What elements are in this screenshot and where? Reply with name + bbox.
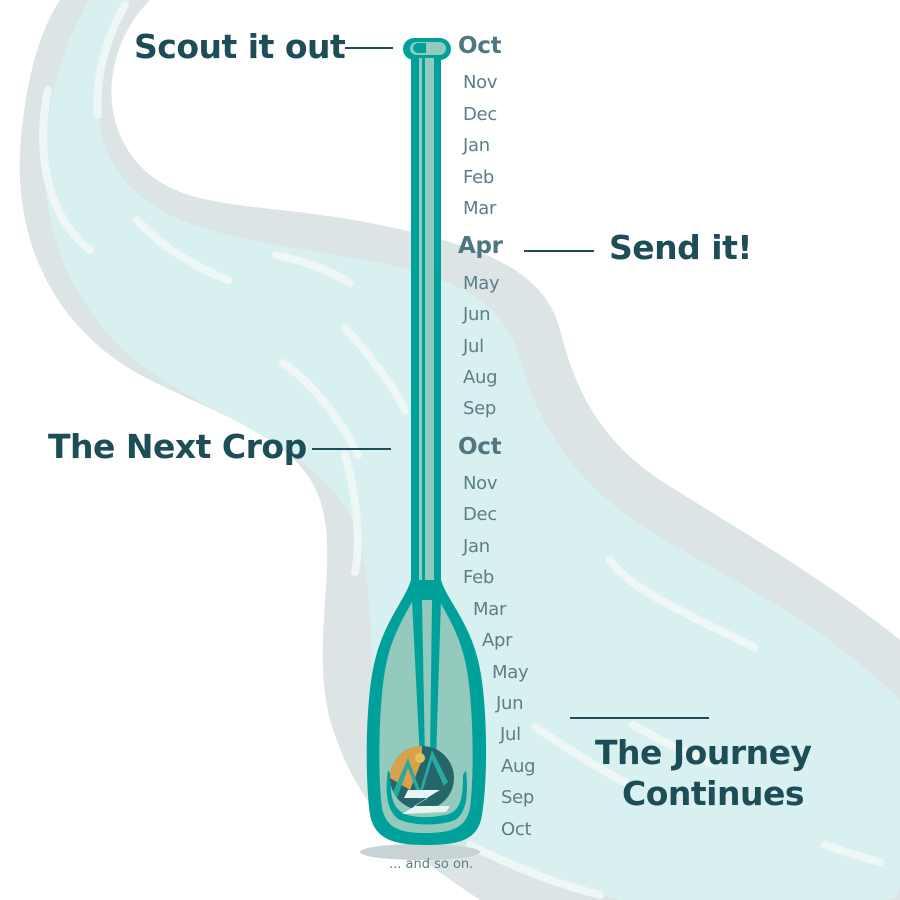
month-label: Mar <box>463 198 497 219</box>
month-label: Aug <box>501 756 536 777</box>
river-water <box>44 0 900 900</box>
month-label: Nov <box>463 72 498 93</box>
milestone-journey-label-line2: Continues <box>622 774 804 813</box>
month-label: Feb <box>463 567 494 588</box>
footnote: ... and so on. <box>389 857 474 872</box>
month-label: Oct <box>458 434 502 460</box>
month-label: May <box>463 273 500 294</box>
month-label: Apr <box>458 233 503 259</box>
month-label: Dec <box>463 104 497 125</box>
month-label: Aug <box>463 367 498 388</box>
month-label: Feb <box>463 167 494 188</box>
milestone-scout-label: Scout it out <box>134 27 346 66</box>
month-label: Jul <box>500 724 521 745</box>
month-label: Sep <box>463 398 497 419</box>
milestone-send-connector <box>524 250 594 252</box>
milestone-journey-label-line1: The Journey <box>595 733 812 772</box>
month-label: Jun <box>496 693 524 714</box>
paddle-shadow <box>360 844 480 860</box>
month-label: Sep <box>501 787 535 808</box>
month-label: Jul <box>463 336 484 357</box>
mountain-z-logo-icon <box>390 746 454 814</box>
milestone-scout-connector <box>345 47 393 49</box>
month-label: Dec <box>463 504 497 525</box>
milestone-next-crop-connector <box>312 448 391 450</box>
month-label: Jun <box>463 304 491 325</box>
month-label: Nov <box>463 473 498 494</box>
month-label: Mar <box>473 599 507 620</box>
milestone-send-label: Send it! <box>609 228 752 267</box>
milestone-next-crop-label: The Next Crop <box>48 427 307 466</box>
month-label: Jan <box>463 135 490 156</box>
month-label: May <box>492 662 529 683</box>
milestone-journey-connector <box>570 717 709 719</box>
month-label: Apr <box>482 630 513 651</box>
month-label: Oct <box>501 819 532 840</box>
month-label: Jan <box>463 536 490 557</box>
water-highlights <box>39 1 884 899</box>
month-label: Oct <box>458 33 502 59</box>
